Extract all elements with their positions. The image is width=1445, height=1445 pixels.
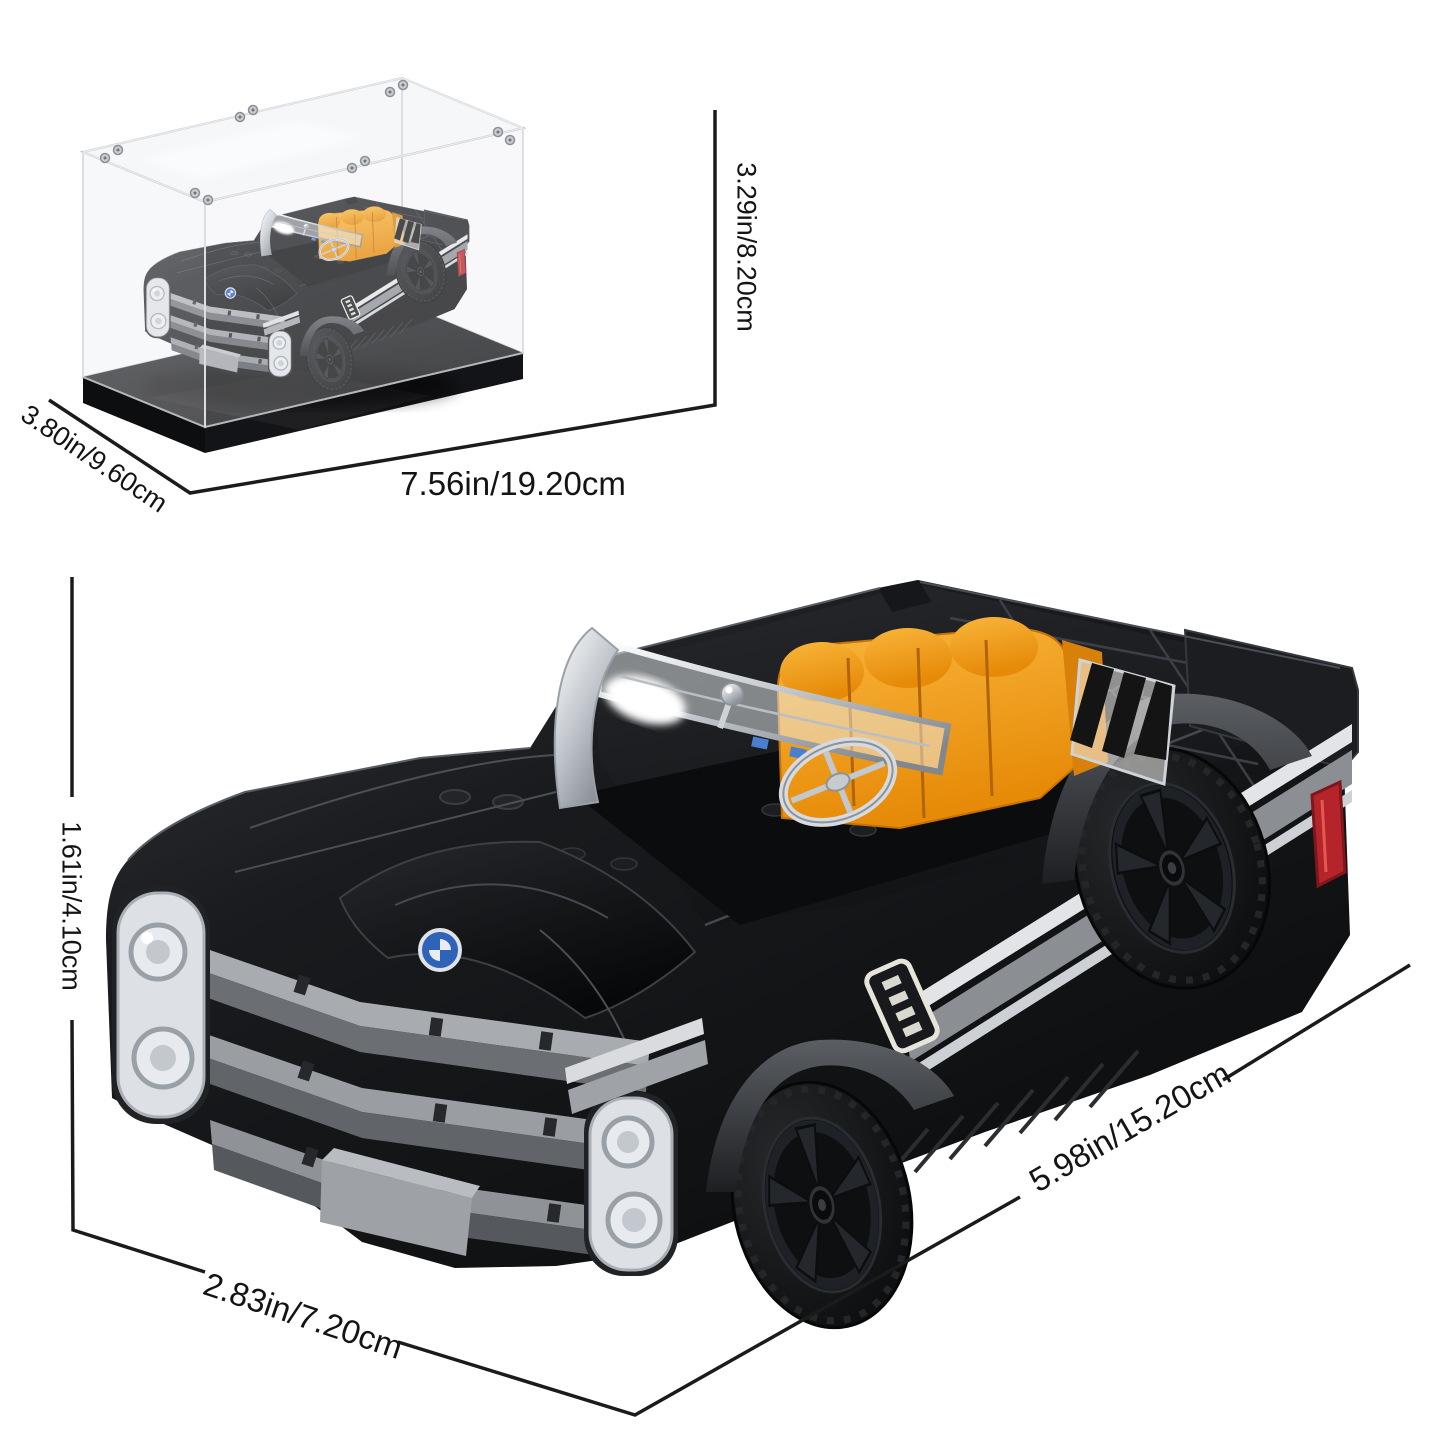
car-illustration bbox=[106, 580, 1358, 1345]
case-car-shadow bbox=[142, 364, 458, 408]
case-top-sheen bbox=[140, 122, 362, 178]
case-screws bbox=[99, 79, 516, 206]
car-height-label: 1.61in/4.10cm bbox=[56, 821, 87, 991]
case-height-label: 3.29in/8.20cm bbox=[731, 162, 762, 332]
dimension-lines bbox=[48, 110, 1411, 1417]
dimension-line-car-height bbox=[70, 577, 206, 1274]
dimension-line-case bbox=[48, 110, 717, 495]
dimension-line-car-width-length bbox=[397, 963, 1411, 1417]
case-length-label: 7.56in/19.20cm bbox=[400, 465, 626, 502]
display-case-illustration bbox=[79, 76, 527, 453]
